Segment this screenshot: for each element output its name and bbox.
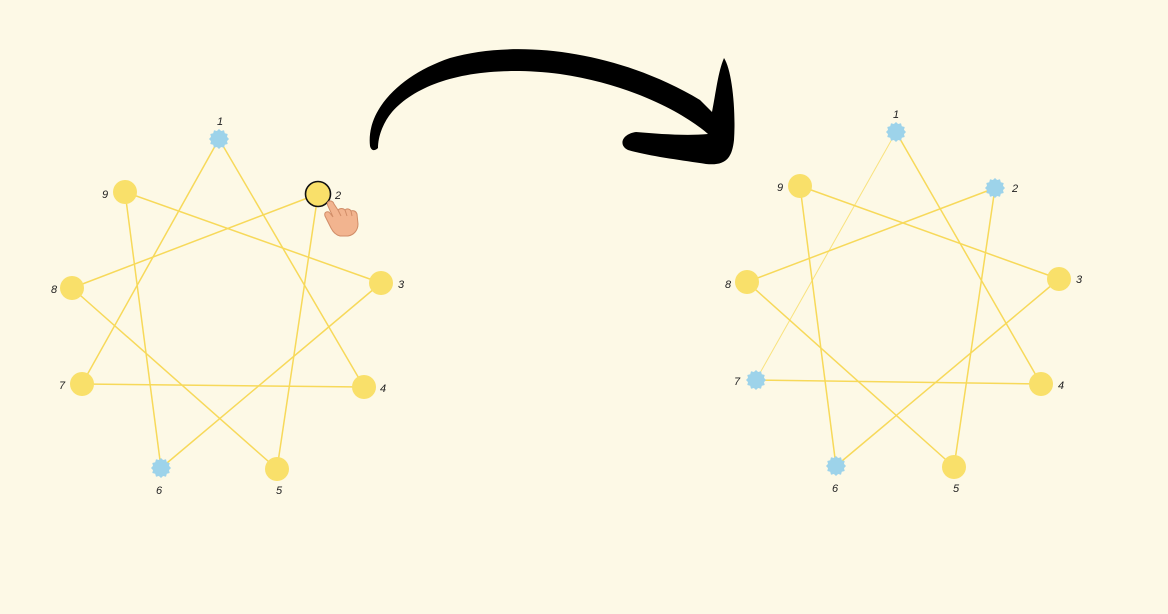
connection-line xyxy=(799,185,837,467)
connection-line xyxy=(81,138,220,385)
node-label: 1 xyxy=(217,116,223,128)
lit-node-star-icon[interactable] xyxy=(985,178,1005,198)
unlit-node[interactable] xyxy=(1029,372,1053,396)
connection-line xyxy=(124,191,162,469)
node-label: 7 xyxy=(734,376,741,388)
connection-line xyxy=(895,131,1042,385)
unlit-node[interactable] xyxy=(70,372,94,396)
node-label: 9 xyxy=(102,189,108,201)
connection-line xyxy=(81,383,365,388)
lit-node-star-icon[interactable] xyxy=(886,122,906,142)
node-label: 2 xyxy=(334,190,341,202)
node-label: 4 xyxy=(1058,380,1064,392)
selection-ring xyxy=(304,180,332,208)
lit-node-star-icon[interactable] xyxy=(209,129,229,149)
puzzle-after: 1 2 3 4 5 6 7 8 9 xyxy=(725,109,1083,495)
node-label: 3 xyxy=(398,279,405,291)
unlit-node[interactable] xyxy=(942,455,966,479)
connection-line xyxy=(160,282,382,469)
node-label: 7 xyxy=(59,380,66,392)
connection-line xyxy=(71,193,319,289)
node-label: 8 xyxy=(51,284,58,296)
unlit-node[interactable] xyxy=(265,457,289,481)
lit-node-star-icon[interactable] xyxy=(746,370,766,390)
node-label: 6 xyxy=(832,483,839,495)
unlit-node[interactable] xyxy=(60,276,84,300)
connection-line xyxy=(755,131,897,381)
unlit-node[interactable] xyxy=(1047,267,1071,291)
transition-arrow xyxy=(369,49,735,165)
connection-line xyxy=(799,185,1060,280)
unlit-node[interactable] xyxy=(735,270,759,294)
puzzle-before: 1 2 3 4 5 6 7 8 9 xyxy=(51,116,405,497)
unlit-node[interactable] xyxy=(352,375,376,399)
node-label: 5 xyxy=(953,483,960,495)
lit-node-star-icon[interactable] xyxy=(151,458,171,478)
connection-line xyxy=(124,191,382,284)
connection-line xyxy=(835,278,1060,467)
node-label: 4 xyxy=(380,383,386,395)
unlit-node[interactable] xyxy=(113,180,137,204)
hand-pointer-icon[interactable] xyxy=(324,200,359,237)
node-label: 5 xyxy=(276,485,283,497)
node-label: 6 xyxy=(156,485,163,497)
lit-node-star-icon[interactable] xyxy=(826,456,846,476)
connection-line xyxy=(746,281,955,468)
unlit-node[interactable] xyxy=(369,271,393,295)
node-label: 8 xyxy=(725,279,732,291)
connection-line xyxy=(218,138,365,388)
node-label: 2 xyxy=(1011,183,1018,195)
node-label: 3 xyxy=(1076,274,1083,286)
connection-line xyxy=(755,379,1042,385)
connection-line xyxy=(276,193,319,470)
curved-arrow-icon xyxy=(369,49,735,165)
unlit-node[interactable] xyxy=(788,174,812,198)
node-label: 9 xyxy=(777,182,783,194)
connection-line xyxy=(71,287,278,470)
unlit-node[interactable] xyxy=(306,182,330,206)
connection-line xyxy=(953,187,996,468)
node-label: 1 xyxy=(893,109,899,121)
connection-line xyxy=(746,187,996,283)
